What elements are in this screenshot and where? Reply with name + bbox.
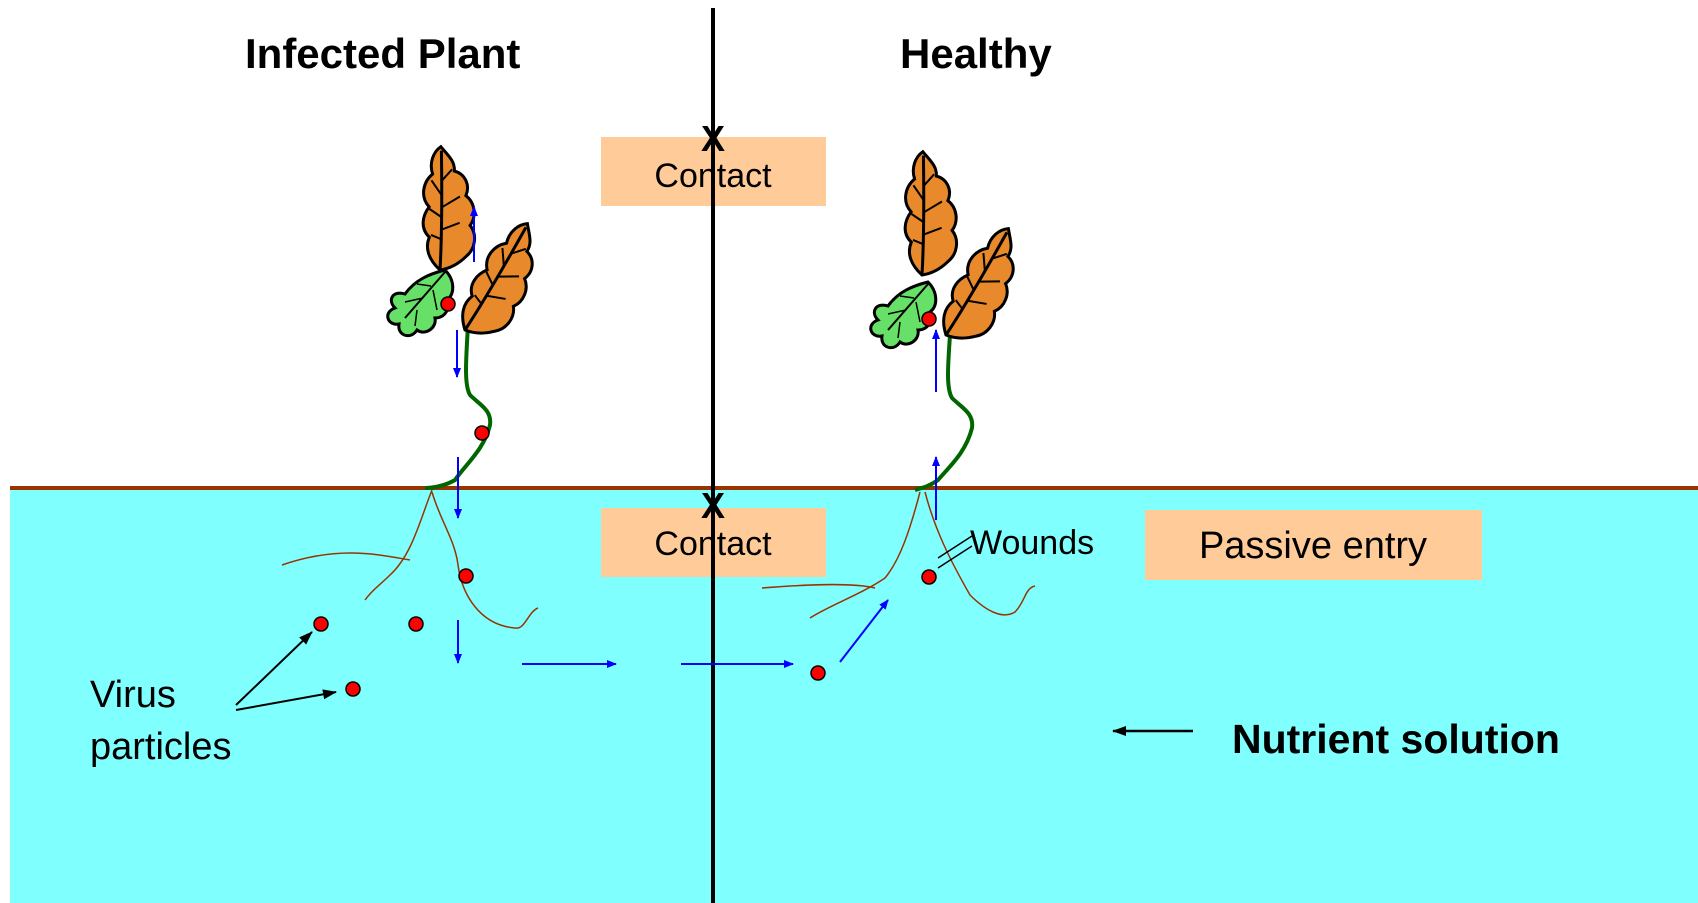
healthy-oak-leaf-left [895,148,964,276]
virus-particle [441,297,455,311]
x-mark-bottom: X [701,485,725,526]
passive-entry-label: Passive entry [1199,525,1427,567]
healthy-stem [915,335,972,490]
infected-oak-leaf-left [413,143,482,271]
heading-infected-plant: Infected Plant [245,30,520,77]
virus-particle [922,570,936,584]
nutrient-solution-label: Nutrient solution [1232,716,1560,762]
virus-particle [346,682,360,696]
x-mark-top: X [701,118,725,159]
virus-label-line2: particles [90,726,232,768]
passive-entry-box: Passive entry [1145,510,1482,580]
virus-particle [459,569,473,583]
wounds-label: Wounds [970,524,1094,562]
heading-healthy: Healthy [900,30,1052,77]
virus-label-line1: Virus [90,674,176,716]
contact-label-bottom: Contact [654,525,772,563]
virus-particle [314,617,328,631]
virus-particle [409,617,423,631]
contact-box-top: Contact X [601,118,826,206]
virus-particle [811,666,825,680]
contact-label-top: Contact [654,157,772,195]
virus-particle [475,426,489,440]
virus-particle [922,312,936,326]
